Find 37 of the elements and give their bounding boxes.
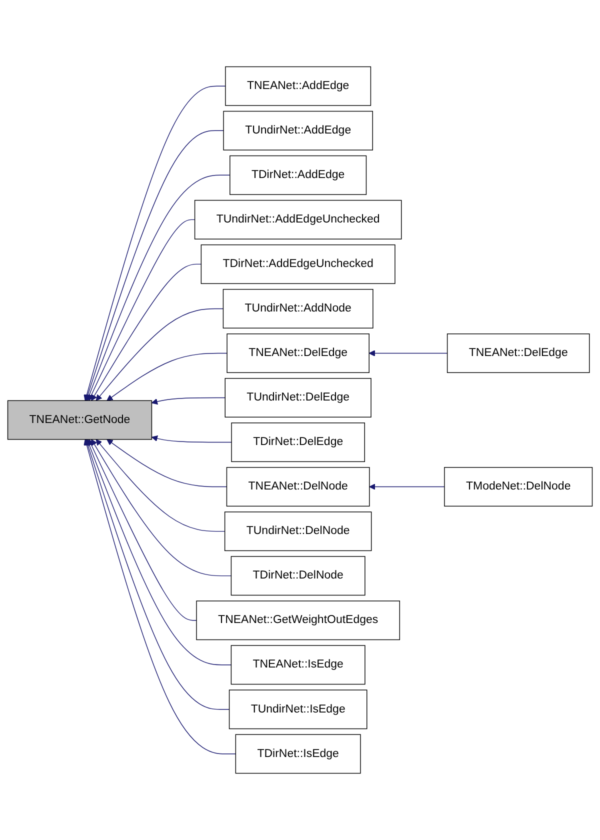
node-box: TNEANet::DelNode [226, 467, 370, 507]
node-box: TUndirNet::AddEdge [223, 110, 373, 150]
arrow [91, 439, 232, 576]
node-box: TDirNet::IsEdge [235, 734, 361, 774]
arrow [84, 439, 236, 754]
node-box: TDirNet::DelEdge [231, 422, 365, 462]
node-box: TNEANet::DelEdge [446, 333, 590, 373]
arrow [86, 439, 232, 666]
arrow [84, 439, 230, 710]
node-box: TNEANet::DelEdge [226, 333, 370, 373]
node-box: TDirNet::AddEdge [230, 155, 367, 195]
node-box: TUndirNet::AddEdgeUnchecked [194, 200, 402, 240]
arrow [369, 484, 445, 490]
node-box: TDirNet::DelNode [230, 556, 366, 596]
arrow [91, 264, 202, 401]
node-box: TDirNet::AddEdgeUnchecked [200, 244, 396, 284]
arrow [96, 308, 224, 401]
arrow [96, 439, 226, 532]
node-box: TNEANet::GetNode [7, 400, 152, 440]
node-box: TNEANet::GetWeightOutEdges [196, 600, 400, 640]
node-box: TNEANet::IsEdge [230, 645, 366, 685]
arrow [106, 439, 228, 488]
arrow [84, 86, 226, 401]
arrow [88, 219, 196, 401]
arrow [106, 352, 228, 401]
node-box: TUndirNet::DelEdge [224, 378, 372, 418]
node-box: TNEANet::AddEdge [225, 66, 372, 106]
arrow [84, 130, 224, 401]
arrow [151, 397, 226, 405]
node-box: TModeNet::DelNode [444, 467, 593, 507]
arrow [368, 350, 448, 356]
node-box: TUndirNet::IsEdge [228, 690, 368, 730]
node-box: TUndirNet::AddNode [222, 288, 374, 328]
node-box: TUndirNet::DelNode [224, 512, 372, 552]
arrow [86, 174, 230, 401]
arrow [151, 435, 232, 443]
arrow [88, 439, 197, 621]
